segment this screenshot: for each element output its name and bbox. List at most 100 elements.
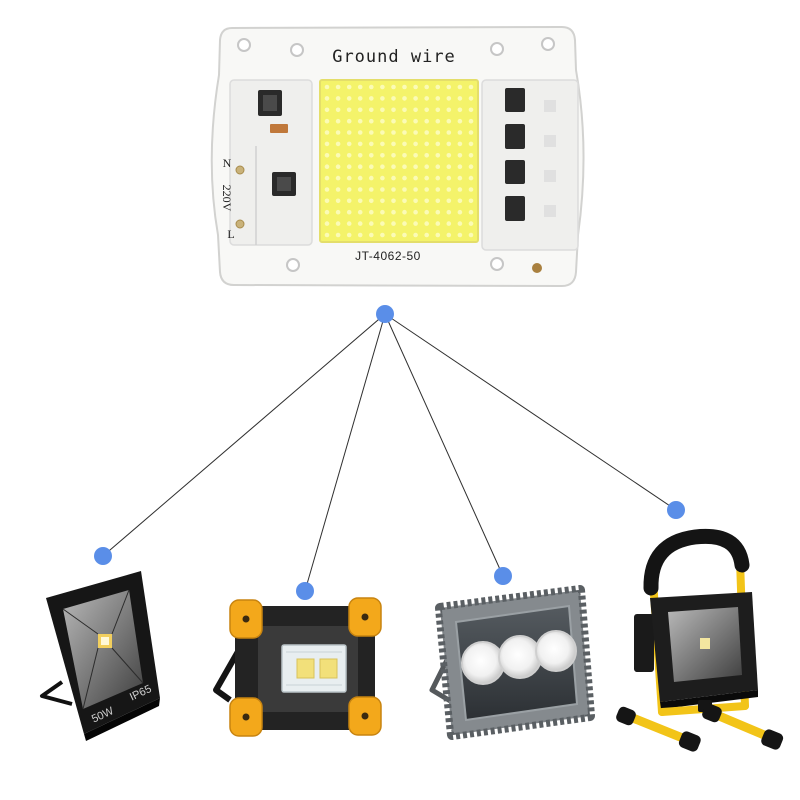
foot-cap — [616, 706, 636, 726]
solder-pad — [532, 263, 542, 273]
lamp-mount — [634, 614, 654, 672]
led-cell — [468, 153, 474, 158]
led-cell — [324, 209, 330, 215]
led-cell — [369, 187, 374, 192]
led-cell — [380, 198, 385, 204]
led-cell — [335, 187, 341, 192]
led-cell — [424, 96, 430, 101]
led-cell — [391, 221, 396, 226]
led-cell — [468, 141, 474, 147]
led-cell — [446, 130, 452, 135]
led-cell — [380, 96, 385, 101]
led-cell-grid — [324, 84, 474, 238]
led-cell — [413, 130, 418, 135]
led-cell — [424, 84, 430, 90]
foot-cap — [678, 731, 701, 752]
led-cell — [380, 84, 385, 90]
led-cell — [369, 221, 374, 226]
led-cell — [369, 96, 374, 101]
led-cell — [402, 96, 407, 101]
led-cell — [380, 130, 385, 135]
led-cell — [391, 198, 396, 204]
led-cell — [435, 198, 441, 204]
led-cell — [391, 153, 396, 158]
mounting-hole — [237, 38, 251, 52]
led-cell — [424, 153, 430, 158]
work-light-stand — [213, 646, 243, 703]
led-cell — [369, 198, 374, 204]
led-cell — [369, 84, 374, 90]
diode-chip — [505, 196, 525, 221]
led-cell — [457, 164, 463, 169]
led-cell — [380, 164, 385, 169]
cob-led-chip: Ground wire N 220V L JT-4062-50 — [210, 25, 585, 288]
bumper-screw — [242, 713, 250, 721]
led-cell — [468, 107, 474, 113]
led-cell — [435, 164, 441, 169]
voltage-label: 220V — [220, 185, 234, 212]
led-cell — [391, 209, 396, 215]
led-cell — [413, 141, 418, 147]
connector-dot — [667, 501, 685, 519]
stand-lamp-led — [700, 638, 710, 649]
led-cell — [369, 130, 374, 135]
lens — [535, 630, 577, 672]
connector-line — [102, 313, 386, 557]
base-foot — [623, 711, 695, 746]
led-cell — [402, 232, 407, 238]
led-cell — [402, 107, 407, 113]
led-cell — [324, 153, 330, 158]
led-cell — [324, 84, 330, 90]
led-cell — [457, 221, 463, 226]
led-cell — [424, 187, 430, 192]
diode-chip — [505, 88, 525, 112]
led-cell — [435, 209, 441, 215]
led-cell — [424, 209, 430, 215]
led-cell — [346, 232, 352, 238]
led-cell — [446, 221, 452, 226]
led-cell — [468, 221, 474, 226]
diode-chip — [505, 124, 525, 149]
led-cell — [335, 232, 341, 238]
solder-pad — [235, 165, 245, 175]
led-cell — [357, 141, 363, 147]
led-cell — [468, 118, 474, 124]
led-cell — [324, 164, 330, 169]
led-cell — [468, 187, 474, 192]
led-cell — [402, 141, 407, 147]
led-cell — [413, 221, 418, 226]
led-cell — [468, 84, 474, 90]
led-cell — [391, 84, 396, 90]
led-cell — [380, 221, 385, 226]
led-cell — [457, 118, 463, 124]
led-cell — [346, 84, 352, 90]
driver-block-left — [229, 79, 313, 246]
connector-lines — [102, 313, 677, 592]
connector-line — [384, 313, 677, 511]
led-cell — [424, 107, 430, 113]
led-cell — [435, 130, 441, 135]
led-cell — [457, 130, 463, 135]
led-cell — [335, 107, 341, 113]
led-cell — [446, 107, 452, 113]
led-cell — [380, 209, 385, 215]
led-cell — [380, 118, 385, 124]
led-cell — [446, 232, 452, 238]
led-cell — [346, 153, 352, 158]
led-cell — [391, 232, 396, 238]
ic-chip-face — [263, 95, 277, 111]
mounting-hole — [290, 43, 304, 57]
led-cell — [435, 175, 441, 181]
led-cell — [402, 153, 407, 158]
led-cell — [346, 187, 352, 192]
led-cell — [424, 118, 430, 124]
led-cell — [391, 187, 396, 192]
led-cell — [424, 198, 430, 204]
led-cell — [357, 84, 363, 90]
bumper-screw — [361, 712, 369, 720]
led-cell — [435, 187, 441, 192]
led-cell — [457, 107, 463, 113]
led-cell — [468, 198, 474, 204]
work-light-led — [319, 658, 338, 679]
diode-chip — [505, 160, 525, 184]
